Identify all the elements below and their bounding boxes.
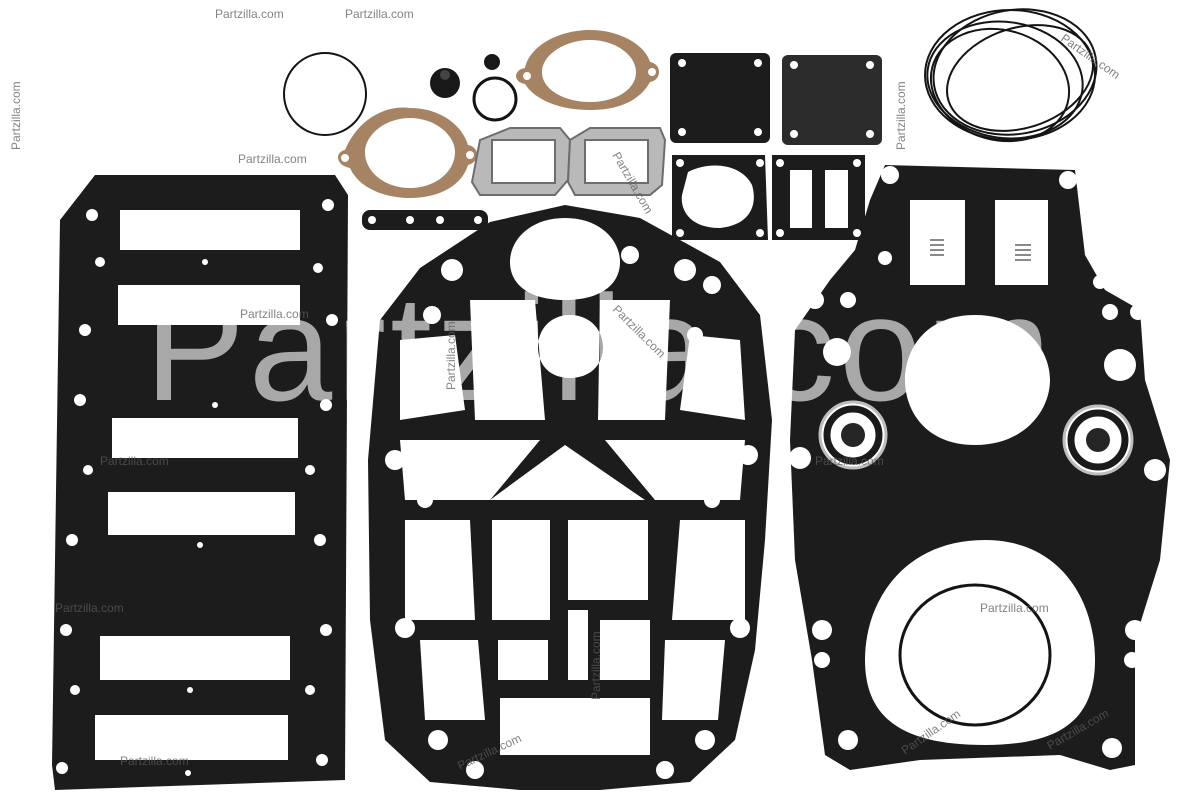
watermark-top-1: Partzilla.com	[345, 7, 414, 21]
reed-plate-left	[670, 53, 770, 143]
tangled-o-rings	[924, 8, 1098, 143]
grommet-pair	[430, 54, 518, 122]
watermark-top-2: Partzilla.com	[215, 7, 284, 21]
reed-frame-right	[772, 155, 865, 240]
watermark-corner: Partzilla.com	[1058, 31, 1122, 82]
watermark-left-3: Partzilla.com	[100, 454, 169, 468]
cork-flange-gasket-lower	[338, 107, 477, 198]
watermark-vert-4: Partzilla.com	[9, 81, 23, 150]
left-exhaust-plate-gasket	[52, 175, 348, 790]
large-watermark: Partzilla.com	[145, 264, 1056, 432]
right-lower-case-gasket	[789, 165, 1170, 770]
center-adapter-plate-gasket	[368, 205, 772, 790]
watermark-right-1: Partzilla.com	[815, 454, 884, 468]
large-o-ring	[283, 52, 367, 136]
watermark-vert-1: Partzilla.com	[589, 631, 603, 700]
gray-cover-gasket-pair	[470, 127, 667, 196]
watermark-left-4: Partzilla.com	[55, 601, 124, 615]
watermark-left-2: Partzilla.com	[240, 307, 309, 321]
watermark-vert-2: Partzilla.com	[444, 321, 458, 390]
reed-frame-left	[672, 155, 768, 240]
cork-flange-gasket-upper	[516, 30, 659, 110]
watermark-right-2: Partzilla.com	[980, 601, 1049, 615]
watermark-vert-3: Partzilla.com	[894, 81, 908, 150]
watermark-left-5: Partzilla.com	[120, 754, 189, 768]
reed-plate-right	[782, 55, 882, 145]
strip-gasket	[362, 210, 488, 230]
watermark-left-1: Partzilla.com	[238, 152, 307, 166]
